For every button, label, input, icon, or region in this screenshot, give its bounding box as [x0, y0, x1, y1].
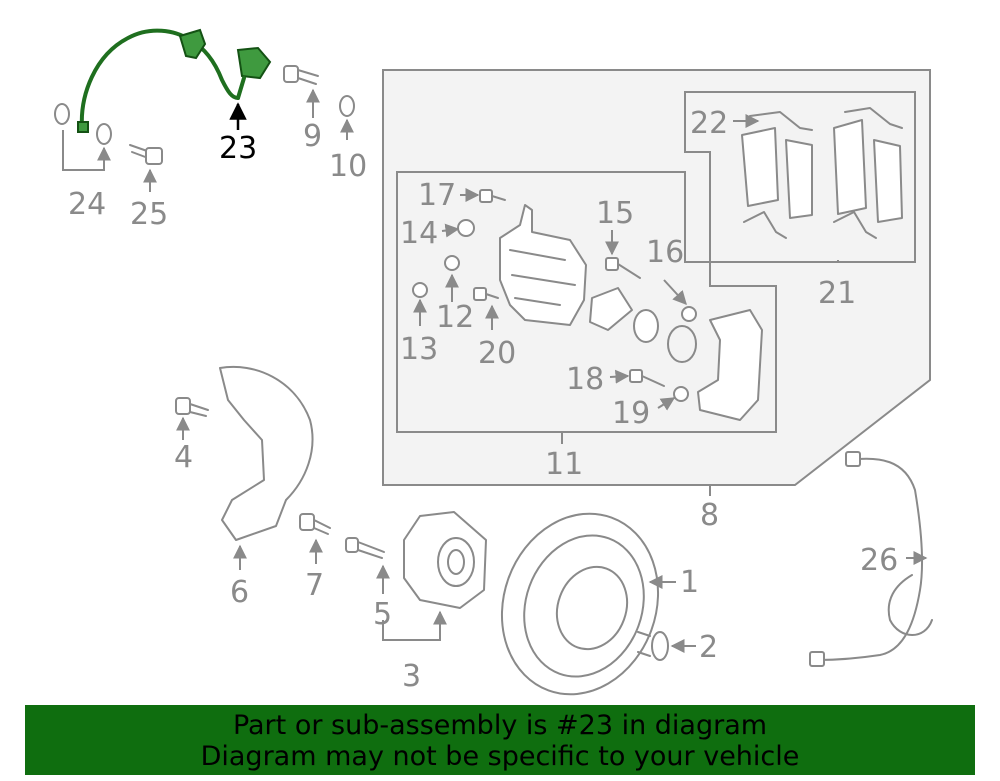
caliper-bracket — [697, 309, 763, 421]
callout-12: 12 — [436, 300, 474, 335]
caliper-body — [499, 204, 587, 326]
callout-20: 20 — [478, 336, 516, 371]
callout-4: 4 — [174, 440, 193, 475]
stud-part-5 — [345, 537, 385, 559]
callout-6: 6 — [230, 575, 249, 610]
leader-lines — [62, 88, 928, 653]
bolt-part-7 — [299, 513, 331, 535]
info-banner: Part or sub-assembly is #23 in diagram D… — [25, 705, 975, 775]
bolt-part-4 — [175, 397, 209, 417]
callout-26: 26 — [860, 543, 898, 578]
sensor-part-26 — [809, 451, 933, 667]
bolt-part-9 — [283, 65, 319, 85]
banner-line-1: Part or sub-assembly is #23 in diagram — [232, 710, 768, 741]
dust-shield-part-6 — [219, 365, 314, 541]
banner-line-2: Diagram may not be specific to your vehi… — [200, 741, 800, 772]
brake-hose-part-23[interactable] — [77, 28, 272, 133]
hub-part-3 — [403, 511, 487, 609]
callout-5: 5 — [373, 597, 392, 632]
callout-13: 13 — [400, 332, 438, 367]
callout-25: 25 — [130, 197, 168, 232]
callout-21: 21 — [818, 276, 856, 311]
callout-2: 2 — [699, 630, 718, 665]
washer-part-10 — [339, 95, 355, 117]
bolt-part-25 — [129, 144, 163, 165]
callout-3: 3 — [402, 659, 421, 694]
callout-17: 17 — [418, 178, 456, 213]
washer-part-24 — [54, 103, 112, 145]
callout-23: 23 — [219, 131, 257, 166]
callout-18: 18 — [566, 362, 604, 397]
callout-19: 19 — [612, 396, 650, 431]
callout-8: 8 — [700, 498, 719, 533]
callout-1: 1 — [680, 565, 699, 600]
screw-part-2 — [637, 631, 669, 661]
callout-14: 14 — [400, 216, 438, 251]
caliper-small-parts — [412, 189, 697, 402]
callout-15: 15 — [596, 196, 634, 231]
callout-9: 9 — [303, 119, 322, 154]
callout-16: 16 — [646, 235, 684, 270]
brake-pads-part-22 — [741, 107, 903, 239]
caliper-box — [396, 171, 777, 433]
callout-24: 24 — [68, 187, 106, 222]
callout-22: 22 — [690, 106, 728, 141]
callout-11: 11 — [545, 447, 583, 482]
piston — [589, 287, 697, 363]
rotor-part-1 — [500, 512, 660, 696]
callout-10: 10 — [329, 149, 367, 184]
callout-7: 7 — [305, 568, 324, 603]
